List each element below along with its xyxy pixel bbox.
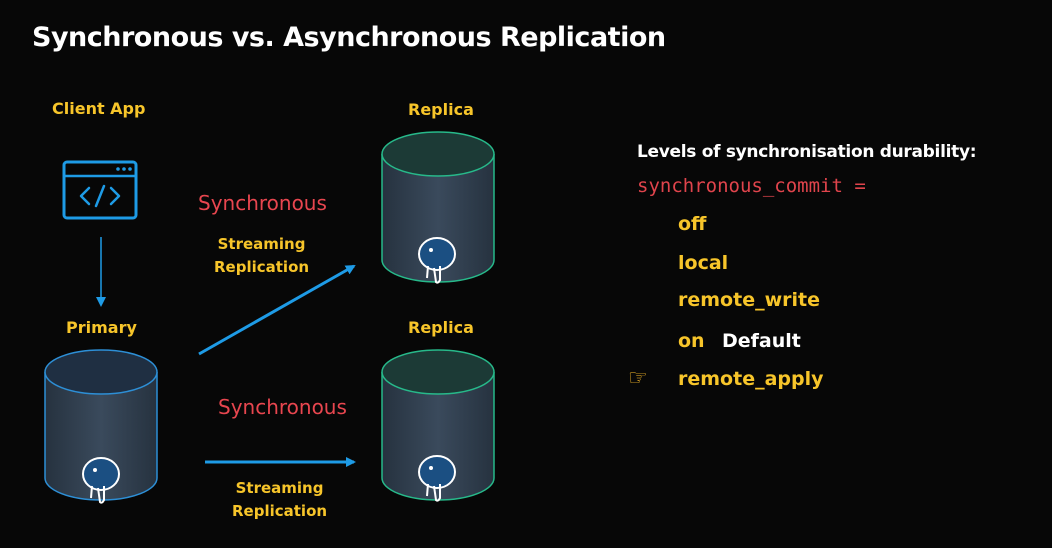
option-remote-apply: remote_apply	[678, 368, 824, 390]
option-off: off	[678, 213, 707, 235]
bottom-link-line1: Streaming	[235, 479, 324, 497]
synchronous-commit-setting: synchronous_commit =	[637, 175, 866, 197]
primary-database-icon	[44, 349, 158, 501]
code-window-icon	[62, 160, 138, 220]
top-link-streaming-replication: Streaming Replication	[214, 233, 309, 279]
primary-to-replica-top-arrow	[198, 264, 356, 356]
option-remote-write: remote_write	[678, 289, 820, 311]
page-title: Synchronous vs. Asynchronous Replication	[32, 22, 666, 53]
bottom-link-streaming-replication: Streaming Replication	[232, 477, 327, 523]
pointing-hand-icon: ☞	[628, 366, 648, 391]
top-link-line1: Streaming	[217, 235, 306, 253]
bottom-link-line2: Replication	[232, 502, 328, 520]
primary-label: Primary	[66, 318, 137, 337]
postgres-elephant-icon	[82, 457, 120, 504]
postgres-elephant-icon	[418, 237, 456, 284]
postgres-elephant-icon	[418, 455, 456, 502]
levels-heading: Levels of synchronisation durability:	[637, 142, 977, 162]
replica-bottom-database-icon	[381, 349, 495, 501]
replica-top-label: Replica	[408, 100, 474, 119]
option-local: local	[678, 252, 729, 274]
option-on: on	[678, 330, 705, 352]
replica-top-database-icon	[381, 131, 495, 283]
top-link-mode: Synchronous	[198, 191, 327, 215]
client-app-label: Client App	[52, 99, 146, 118]
top-link-line2: Replication	[214, 258, 310, 276]
replica-bottom-label: Replica	[408, 318, 474, 337]
bottom-link-mode: Synchronous	[218, 395, 347, 419]
default-note: Default	[722, 330, 801, 352]
